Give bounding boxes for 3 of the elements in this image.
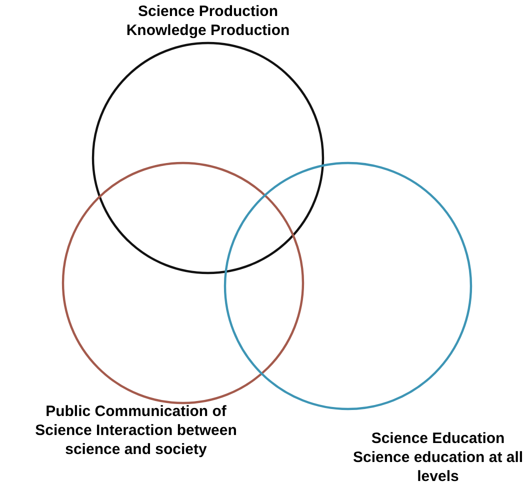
circle-label: Public Communication of Science Interaction between science and society	[34, 402, 238, 459]
circle-label: Science Education Science education at all levels	[352, 429, 524, 486]
circle-label: Science Production Knowledge Production	[125, 2, 291, 40]
